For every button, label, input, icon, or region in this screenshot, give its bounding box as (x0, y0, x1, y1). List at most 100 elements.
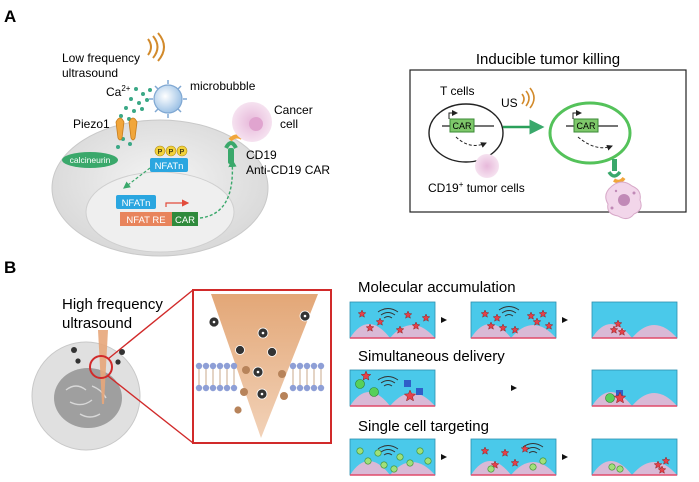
car-gene-right-label: CAR (576, 121, 596, 131)
promoter-left-arrow (448, 110, 458, 119)
calcineurin-shape (62, 152, 118, 168)
drug-star (613, 319, 623, 328)
step-arrow (441, 454, 447, 460)
drug-star (375, 317, 385, 326)
cd19-tumor-cell (475, 154, 499, 178)
cancer-cell-label-line2: cell (280, 117, 298, 131)
drug-star (500, 448, 510, 457)
t-cells-label: T cells (440, 84, 474, 98)
tumor-fragments (610, 189, 636, 210)
svg-text:P: P (169, 149, 174, 156)
drug-star (510, 325, 520, 334)
well-delivery-3 (591, 369, 678, 407)
zoom-circle (89, 355, 113, 379)
well-targeting-1 (349, 438, 436, 476)
well-accumulation-3 (591, 301, 678, 339)
step-arrow (562, 454, 568, 460)
us-wave-icon (521, 87, 535, 109)
calcineurin-label: calcineurin (70, 155, 111, 165)
zoom-line-top (107, 289, 194, 360)
car-receptor-icon (224, 134, 244, 164)
t-cell-resting (428, 103, 504, 163)
car-gene-left-label: CAR (452, 121, 472, 131)
promoter-right-arrow (572, 110, 582, 119)
nfat-re-box (120, 212, 172, 226)
row-simultaneous-delivery-title: Simultaneous delivery (358, 348, 505, 365)
car-gene-left-box (449, 118, 475, 133)
cancer-cell-nucleus (249, 117, 263, 131)
high-frequency-label-line1: High frequency (62, 296, 163, 313)
well-rows (349, 301, 678, 476)
dashed-arrow-right (577, 136, 613, 151)
ultrasound-wave-icon (377, 308, 399, 319)
nfatn-cytoplasm-box (150, 158, 188, 172)
step-arrow (511, 385, 517, 391)
drug-star (480, 309, 490, 318)
drug-star (395, 325, 405, 334)
drug-star (403, 310, 413, 319)
nfatn-nucleus-label: NFATn (122, 198, 151, 209)
dashed-arrow-left (455, 136, 487, 148)
zoom-line-bottom (107, 375, 194, 444)
well-delivery-1 (349, 369, 436, 407)
inducible-killing-title: Inducible tumor killing (476, 51, 620, 68)
drug-star (510, 458, 520, 467)
drug-star (520, 444, 530, 453)
car-expression-arrow (199, 158, 237, 219)
ultrasound-wave-icon (377, 376, 399, 387)
car-receptor-right-icon (607, 159, 626, 184)
drug-star (617, 327, 627, 336)
cd19-tumor-label: CD19+ tumor cells (428, 180, 525, 195)
car-gene-right-box (573, 118, 599, 133)
anti-cd19-car-label: Anti-CD19 CAR (246, 163, 330, 177)
ultrasound-wave-icon (498, 306, 520, 317)
drug-star (653, 460, 663, 469)
drug-star (544, 321, 554, 330)
nfat-re-label: NFAT RE (126, 215, 165, 226)
step-arrow (441, 317, 447, 323)
focused-beam-cone (211, 294, 318, 438)
t-cell-activated (548, 101, 632, 165)
drug-star (480, 446, 490, 455)
drug-star (403, 389, 417, 402)
drug-star (498, 323, 508, 332)
row-single-cell-targeting-title: Single cell targeting (358, 418, 489, 435)
microbubble-label: microbubble (190, 79, 256, 93)
low-frequency-wave-icon (147, 32, 165, 62)
cell-membrane-right (289, 362, 325, 392)
drug-star (357, 309, 367, 318)
well-targeting-3 (591, 438, 678, 476)
car-gene-box (172, 212, 198, 226)
panel-a-label: A (4, 7, 16, 26)
ultrasound-beam (98, 330, 108, 404)
row-molecular-accumulation-title: Molecular accumulation (358, 279, 516, 296)
nucleus-texture (65, 385, 107, 418)
well-accumulation-1 (349, 301, 436, 339)
beam-particles (71, 347, 125, 365)
calcium-label: Ca2+ (106, 84, 131, 99)
well-targeting-2 (470, 438, 557, 476)
transcription-arrow (165, 199, 190, 207)
drug-star (486, 321, 496, 330)
cd19-label: CD19 (246, 148, 277, 162)
well-accumulation-2 (470, 301, 557, 339)
translocation-arrow (123, 167, 151, 189)
microbubble-icon (149, 80, 187, 118)
cancer-cell-label-line1: Cancer (274, 103, 313, 117)
piezo1-label: Piezo1 (73, 117, 110, 131)
drug-star (526, 311, 536, 320)
drug-star (613, 391, 627, 404)
panel-b-label: B (4, 258, 16, 277)
microbubble-particles (208, 310, 311, 400)
dying-tumor-nucleus (618, 194, 630, 206)
membrane-bound-bubbles (234, 366, 288, 414)
low-frequency-label-line1: Low frequency (62, 51, 140, 65)
nfatn-nucleus-box (116, 195, 156, 209)
drug-star (532, 317, 542, 326)
drug-star (360, 370, 372, 381)
nfatn-cytoplasm-label: NFATn (155, 161, 184, 172)
high-frequency-label-line2: ultrasound (62, 315, 132, 332)
phosphate-icons: P P P (154, 145, 188, 157)
drug-star (421, 313, 431, 322)
